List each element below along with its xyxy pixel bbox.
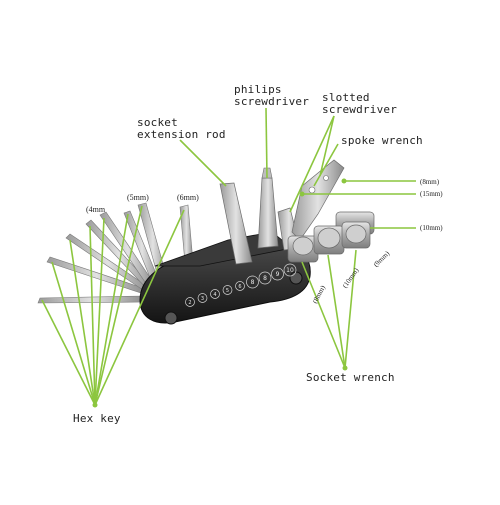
socket-extension-rod [219,182,253,265]
leader-lines [41,107,416,408]
spoke-leader-a [313,143,339,187]
marking-number: 2 [188,300,191,306]
hex-leader-6 [94,213,129,406]
label-hex-key: Hex key [73,412,121,425]
slotted-leader-2 [319,115,335,177]
marking-number: 4 [213,292,216,298]
marking-number: 5 [226,288,229,294]
marking-number: 6 [238,284,241,290]
marking-number: 3 [201,296,204,302]
hex-leader-1 [41,299,96,406]
hex-leader-5 [94,217,105,406]
marking-ring [235,281,245,291]
marking-number: 9 [276,271,280,278]
leader-dot-1 [92,402,98,408]
leader-dot-2 [342,365,348,371]
philips-leader [265,107,268,179]
marking-number: 8 [251,279,255,286]
marking-ring [222,285,233,295]
label-socket-wrench: Socket wrench [306,371,395,384]
slotted-leader [289,115,335,213]
label-spoke-wrench: spoke wrench [341,134,423,147]
sockets [287,211,375,263]
hex-leader-4 [89,225,96,406]
label-socket-extension-rod: socket extension rod [137,116,226,141]
hex-leader-2 [51,261,96,406]
tool-markings: 2 3 4 5 6 8 8 9 10 [185,263,297,307]
hex-leader-3 [69,239,96,406]
marking-ring [197,293,208,303]
label-philips-screwdriver: philips screwdriver [234,83,310,108]
marking-number: 8 [263,275,267,282]
size-spoke-15mm: (15mm) [420,190,443,198]
marking-number: 10 [286,267,294,274]
size-socket-10mm-right: (10mm) [420,224,443,232]
marking-ring [210,289,220,299]
size-hex-4mm: (4mm [86,205,106,214]
socket-leader-3 [344,249,357,369]
rivet-left [164,311,178,325]
size-hex-5mm: (5mm) [127,193,149,202]
socket-leader-1 [301,261,346,369]
hex-leader-8 [94,209,185,406]
label-slotted-screwdriver: slotted screwdriver [322,91,398,116]
hex-leader-7 [94,205,143,406]
marking-ring [246,275,259,289]
rod-leader [179,139,227,187]
size-spoke-8mm: (8mm) [420,178,440,186]
socket-leader-2 [327,254,346,369]
spoke-wrench [291,159,345,241]
marking-ring [283,263,297,277]
leader-dot-4 [341,178,347,184]
marking-ring [258,271,272,285]
marking-ring [271,267,284,281]
philips-screwdriver [257,167,279,249]
marking-ring [185,297,195,307]
size-hex-6mm: (6mm) [177,193,199,202]
leader-dot-3 [299,191,305,197]
